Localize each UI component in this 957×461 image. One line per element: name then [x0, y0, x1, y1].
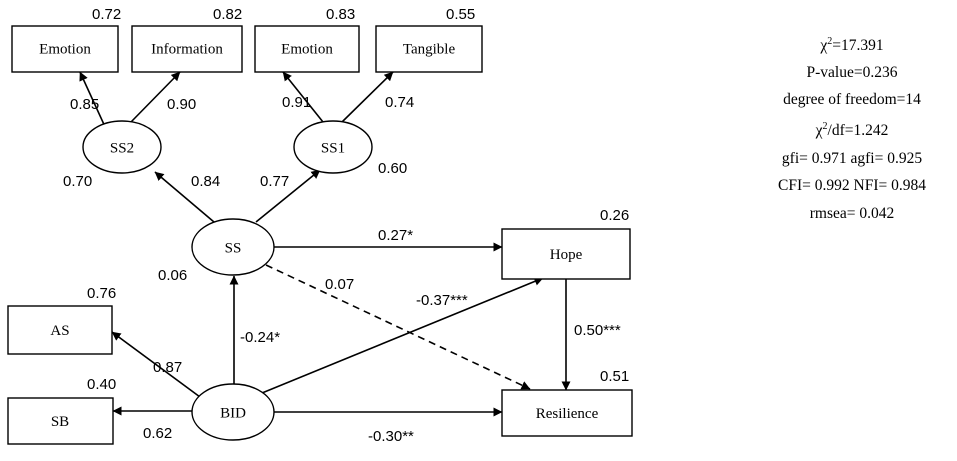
r2-values: 0.72 0.82 0.83 0.55 0.70 0.60 0.06 0.26 …: [63, 6, 629, 393]
coef-ss2-emotion: 0.85: [70, 96, 99, 113]
node-resilience: [501, 389, 633, 437]
stat-cfi-nfi: CFI= 0.992 NFI= 0.984: [778, 177, 926, 194]
edge-bid-as: [111, 331, 201, 398]
node-ss1: [293, 120, 373, 174]
node-emotion-ss1: [254, 25, 360, 73]
coef-ss-resilience: 0.07: [325, 276, 354, 293]
r2-hope: 0.26: [600, 207, 629, 224]
node-tangible: [375, 25, 483, 73]
edges: [79, 71, 571, 417]
r2-emotion-ss1: 0.83: [326, 6, 355, 23]
stat-chi-square-df: χ2/df=1.242: [815, 121, 889, 139]
r2-emotion-ss2: 0.72: [92, 6, 121, 23]
edge-ss-resilience: [265, 264, 531, 390]
coef-ss1-emotion: 0.91: [282, 94, 311, 111]
coef-ss1-tangible: 0.74: [385, 94, 414, 111]
fit-statistics: χ2=17.391 P-value=0.236 degree of freedo…: [778, 36, 926, 222]
r2-ss1: 0.60: [378, 160, 407, 177]
node-tangible-label: Tangible: [403, 42, 456, 58]
r2-as: 0.76: [87, 285, 116, 302]
node-emotion-ss2: [11, 25, 119, 73]
r2-sb: 0.40: [87, 376, 116, 393]
coef-ss-ss1: 0.77: [260, 173, 289, 190]
node-hope: [501, 228, 631, 280]
node-ss1-label: SS1: [321, 141, 345, 157]
stat-degree-of-freedom: degree of freedom=14: [783, 91, 921, 108]
coef-ss2-information: 0.90: [167, 96, 196, 113]
node-ss: [191, 218, 275, 276]
coef-hope-resilience: 0.50***: [574, 322, 621, 339]
coef-ss-ss2: 0.84: [191, 173, 220, 190]
node-emotion-ss2-label: Emotion: [39, 42, 91, 58]
coef-bid-as: 0.87: [153, 359, 182, 376]
stat-rmsea: rmsea= 0.042: [810, 205, 895, 222]
node-hope-label: Hope: [550, 247, 583, 263]
node-ss2: [82, 120, 162, 174]
node-as: [7, 305, 113, 355]
r2-ss: 0.06: [158, 267, 187, 284]
edge-ss1-emotion: [282, 71, 324, 123]
r2-ss2: 0.70: [63, 173, 92, 190]
coef-bid-sb: 0.62: [143, 425, 172, 442]
coef-ss-hope: 0.27*: [378, 227, 413, 244]
coef-bid-ss: -0.24*: [240, 329, 280, 346]
edge-ss-ss1: [255, 169, 321, 223]
node-bid-label: BID: [220, 406, 246, 422]
r2-tangible: 0.55: [446, 6, 475, 23]
node-information-label: Information: [151, 42, 223, 58]
stat-gfi-agfi: gfi= 0.971 agfi= 0.925: [782, 150, 922, 167]
node-sb-label: SB: [51, 414, 69, 430]
edge-bid-hope: [261, 277, 544, 394]
path-coefficients: 0.85 0.90 0.91 0.74 0.84 0.77 0.27* 0.07…: [70, 94, 621, 445]
coef-bid-resilience: -0.30**: [368, 428, 414, 445]
latent-nodes: SS2 SS1 SS BID: [82, 120, 373, 441]
observed-nodes: Emotion Information Emotion Tangible Hop…: [7, 25, 633, 445]
edge-ss1-tangible: [341, 71, 394, 123]
edge-ss2-information: [130, 71, 181, 123]
node-resilience-label: Resilience: [536, 406, 599, 422]
r2-resilience: 0.51: [600, 368, 629, 385]
node-sb: [7, 397, 114, 445]
node-ss2-label: SS2: [110, 141, 134, 157]
r2-information: 0.82: [213, 6, 242, 23]
stat-p-value: P-value=0.236: [807, 64, 898, 81]
coef-bid-hope: -0.37***: [416, 292, 468, 309]
node-information: [131, 25, 243, 73]
node-as-label: AS: [50, 323, 69, 339]
node-bid: [191, 383, 275, 441]
stat-chi-square: χ2=17.391: [819, 36, 883, 54]
node-emotion-ss1-label: Emotion: [281, 42, 333, 58]
edge-ss-ss2: [154, 171, 215, 223]
node-ss-label: SS: [225, 241, 242, 257]
